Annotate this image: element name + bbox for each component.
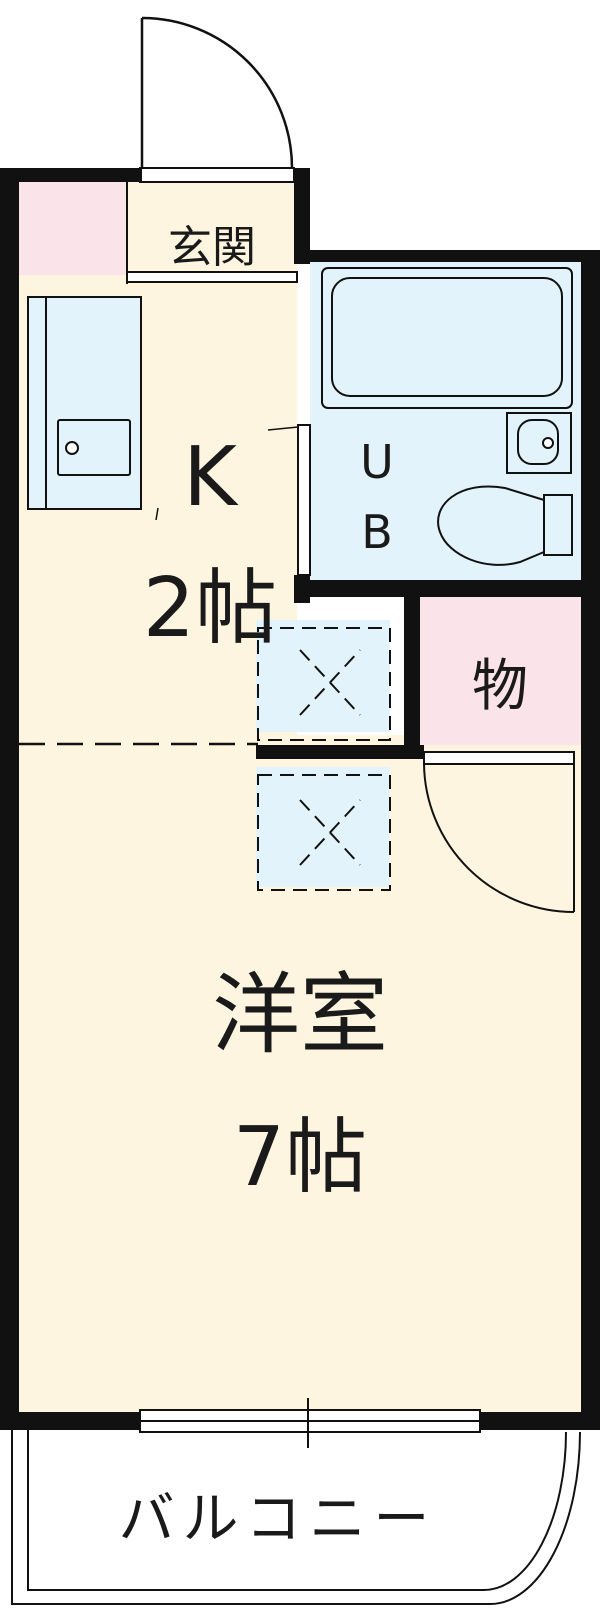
kitchen-letter: K (183, 430, 239, 525)
balcony-outline (11, 1430, 581, 1605)
western-room-size: 7帖 (233, 1110, 367, 1205)
door-threshold (139, 167, 295, 183)
bath-label-u: U (360, 435, 394, 489)
kitchen-counter (27, 296, 142, 510)
western-room-label: 洋室 (212, 963, 388, 1066)
storage-label: 物 (472, 654, 528, 719)
washbasin (506, 412, 572, 474)
entrance-step (126, 271, 298, 283)
storage-floor (420, 597, 581, 745)
bathtub (321, 267, 573, 409)
closet-doors (257, 627, 391, 891)
balcony-label: バルコニー (119, 1487, 438, 1552)
entrance-label: 玄関 (168, 222, 256, 273)
toilet (437, 485, 573, 566)
shoe-box (19, 180, 127, 275)
entrance-door (140, 16, 294, 172)
kitchen-size: 2帖 (143, 561, 277, 656)
storage-door (423, 751, 575, 913)
balcony-window (139, 1398, 481, 1448)
bath-door (297, 424, 311, 576)
closet-hatch-lower (256, 767, 390, 887)
entrance-floor (127, 180, 297, 275)
bath-label-b: B (361, 505, 393, 559)
